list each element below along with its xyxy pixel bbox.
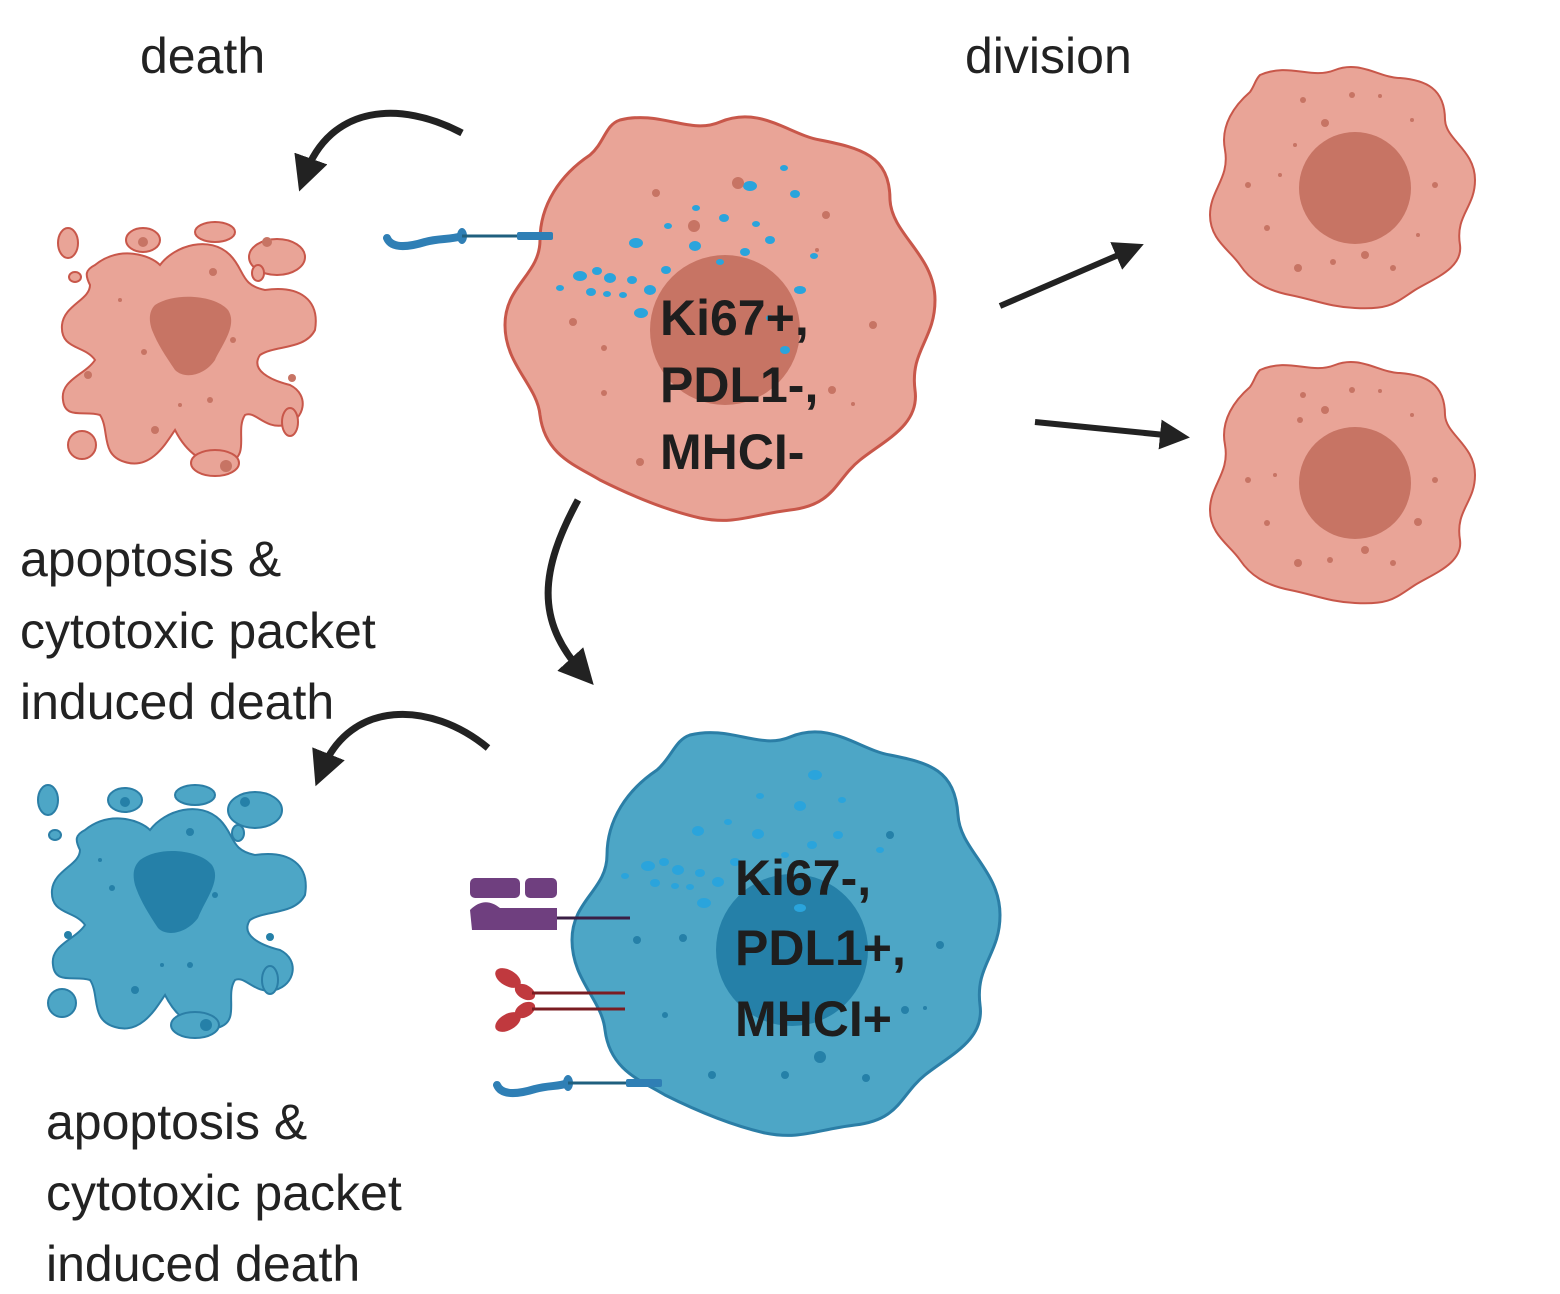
daughter-cell-bottom — [1208, 360, 1477, 605]
death-desc-bottom-line-3: induced death — [46, 1236, 360, 1292]
death-desc-top-line-3: induced death — [20, 674, 334, 730]
death-description-bottom: apoptosis & cytotoxic packet induced dea… — [46, 1094, 402, 1292]
resting-cell-label-1: Ki67-, — [735, 850, 871, 906]
proliferating-cell-label-2: PDL1-, — [660, 357, 818, 413]
arrow-to-daughter-top — [998, 242, 1144, 309]
proliferating-cell: Ki67+, PDL1-, MHCI- — [383, 115, 937, 522]
arrow-to-death-top — [294, 109, 464, 192]
daughter-cell-top — [1208, 65, 1477, 310]
death-desc-bottom-line-2: cytotoxic packet — [46, 1165, 402, 1221]
proliferating-cell-label-1: Ki67+, — [660, 290, 809, 346]
receptor-blue-icon — [493, 1075, 662, 1097]
resting-cell-label-2: PDL1+, — [735, 920, 906, 976]
resting-cell-speckles — [633, 831, 944, 1082]
arrow-to-resting-cell — [544, 498, 594, 685]
apoptotic-cell-salmon — [57, 221, 317, 477]
arrows — [294, 109, 1190, 787]
arrow-to-death-bottom — [312, 710, 491, 787]
resting-cell-granules — [621, 770, 884, 912]
resting-cell: Ki67-, PDL1+, MHCI+ — [470, 730, 1002, 1137]
division-label: division — [965, 28, 1132, 84]
apoptotic-cell-blue — [37, 784, 307, 1039]
death-desc-bottom-line-1: apoptosis & — [46, 1094, 307, 1150]
proliferating-cell-label-3: MHCI- — [660, 424, 804, 480]
receptor-blue-icon — [383, 228, 553, 250]
arrow-to-daughter-bottom — [1034, 419, 1190, 450]
receptor-red-icon — [495, 968, 625, 1032]
death-desc-top-line-1: apoptosis & — [20, 531, 281, 587]
receptor-purple-icon — [470, 878, 630, 930]
proliferating-cell-granules — [556, 165, 818, 354]
death-label: death — [140, 28, 265, 84]
proliferating-cell-speckles — [569, 177, 877, 466]
resting-cell-label-3: MHCI+ — [735, 991, 892, 1047]
death-desc-top-line-2: cytotoxic packet — [20, 603, 376, 659]
death-description-top: apoptosis & cytotoxic packet induced dea… — [20, 531, 376, 730]
